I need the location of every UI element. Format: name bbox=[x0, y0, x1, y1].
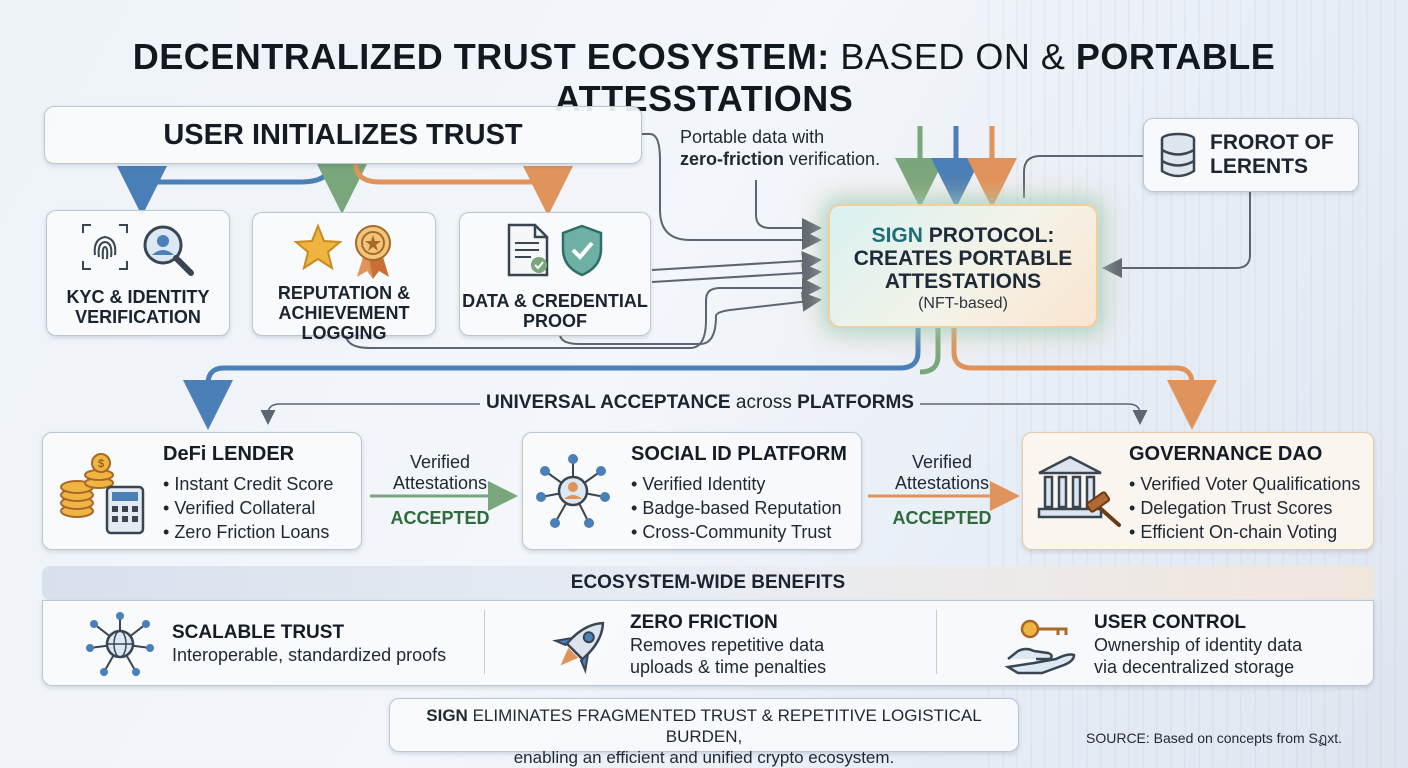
accepted-label-1: ACCEPTED bbox=[390, 508, 490, 528]
sign-subtitle: (NFT-based) bbox=[918, 295, 1008, 312]
arrow-universal-right bbox=[920, 403, 1148, 425]
benefit-user-control: USER CONTROL Ownership of identity data … bbox=[1004, 612, 1302, 678]
bank-building-icon bbox=[1037, 455, 1103, 519]
benefit-zero-friction: ZERO FRICTION Removes repetitive data up… bbox=[548, 612, 826, 678]
star-icon bbox=[293, 223, 343, 271]
footer-summary: SIGN ELIMINATES FRAGMENTED TRUST & REPET… bbox=[389, 698, 1019, 767]
arrow-rep2-to-sign bbox=[559, 291, 822, 345]
source-note: SOURCE: Based on concepts from Sฏxt. bbox=[1086, 730, 1343, 746]
fingerprint-icon bbox=[82, 224, 128, 270]
page-title: DECENTRALIZED TRUST ECOSYSTEM: BASED ON … bbox=[132, 36, 1276, 119]
shield-check-icon bbox=[561, 224, 603, 277]
arrow-to-data bbox=[353, 163, 573, 216]
platform-social-id: SOCIAL ID PLATFORM Verified Identity Bad… bbox=[522, 432, 862, 550]
svg-text:$: $ bbox=[98, 458, 104, 470]
arrow-data-to-sign bbox=[651, 250, 822, 271]
arrow-source-feed bbox=[1023, 155, 1143, 198]
magnifier-person-icon bbox=[143, 225, 194, 276]
arrow-sign-green-down bbox=[919, 328, 941, 375]
accepted-label-2: ACCEPTED bbox=[892, 508, 992, 528]
network-person-icon bbox=[536, 454, 610, 528]
arrow-data2-to-sign bbox=[651, 262, 822, 283]
step-reputation: REPUTATION & ACHIEVEMENT LOGGING bbox=[252, 212, 436, 343]
arrow-caption-to-sign bbox=[755, 180, 822, 238]
database-icon bbox=[1160, 132, 1196, 178]
arrow-to-kyc bbox=[117, 163, 333, 216]
arrow-init-to-sign bbox=[642, 133, 822, 250]
gavel-icon bbox=[1085, 491, 1121, 527]
arrow-sign-to-dao bbox=[951, 328, 1217, 430]
rocket-icon bbox=[552, 621, 605, 674]
user-initializes-trust-box: USER INITIALIZES TRUST bbox=[44, 106, 642, 164]
arrow-universal-left bbox=[260, 403, 480, 425]
document-icon bbox=[507, 223, 549, 277]
arrow-rep-to-sign bbox=[345, 278, 822, 349]
benefit-divider-1 bbox=[484, 610, 485, 674]
coins-icon: $ bbox=[60, 453, 114, 518]
platform-defi-lender: $ DeFi LENDER Instant Credit Score Verif… bbox=[42, 432, 362, 550]
badge-icon bbox=[355, 225, 391, 279]
platform-governance-dao: GOVERNANCE DAO Verified Voter Qualificat… bbox=[1022, 432, 1374, 550]
step-kyc: KYC & IDENTITY VERIFICATION bbox=[46, 210, 230, 336]
universal-acceptance-label: UNIVERSAL ACCEPTANCE across PLATFORMS bbox=[486, 392, 914, 413]
calculator-icon bbox=[105, 485, 145, 535]
step-data-credential: DATA & CREDENTIAL PROOF bbox=[459, 212, 651, 336]
portable-data-caption: Portable data with zero-friction verific… bbox=[680, 127, 881, 169]
benefits-header: ECOSYSTEM-WIDE BENEFITS bbox=[42, 566, 1374, 600]
key-hand-icon bbox=[1004, 619, 1076, 675]
sign-protocol-box: SIGN PROTOCOL: CREATES PORTABLE ATTESTAT… bbox=[828, 204, 1098, 328]
benefits-panel bbox=[42, 600, 1374, 686]
user-init-label: USER INITIALIZES TRUST bbox=[163, 118, 523, 151]
benefit-divider-2 bbox=[936, 610, 937, 674]
arrow-sign-to-defi bbox=[183, 328, 921, 430]
globe-network-icon bbox=[86, 612, 154, 676]
arrow-source-to-sign bbox=[1102, 192, 1251, 278]
source-box: FROROT OF LERENTS bbox=[1143, 118, 1359, 192]
benefit-scalable-trust: SCALABLE TRUST Interoperable, standardiz… bbox=[84, 612, 446, 676]
